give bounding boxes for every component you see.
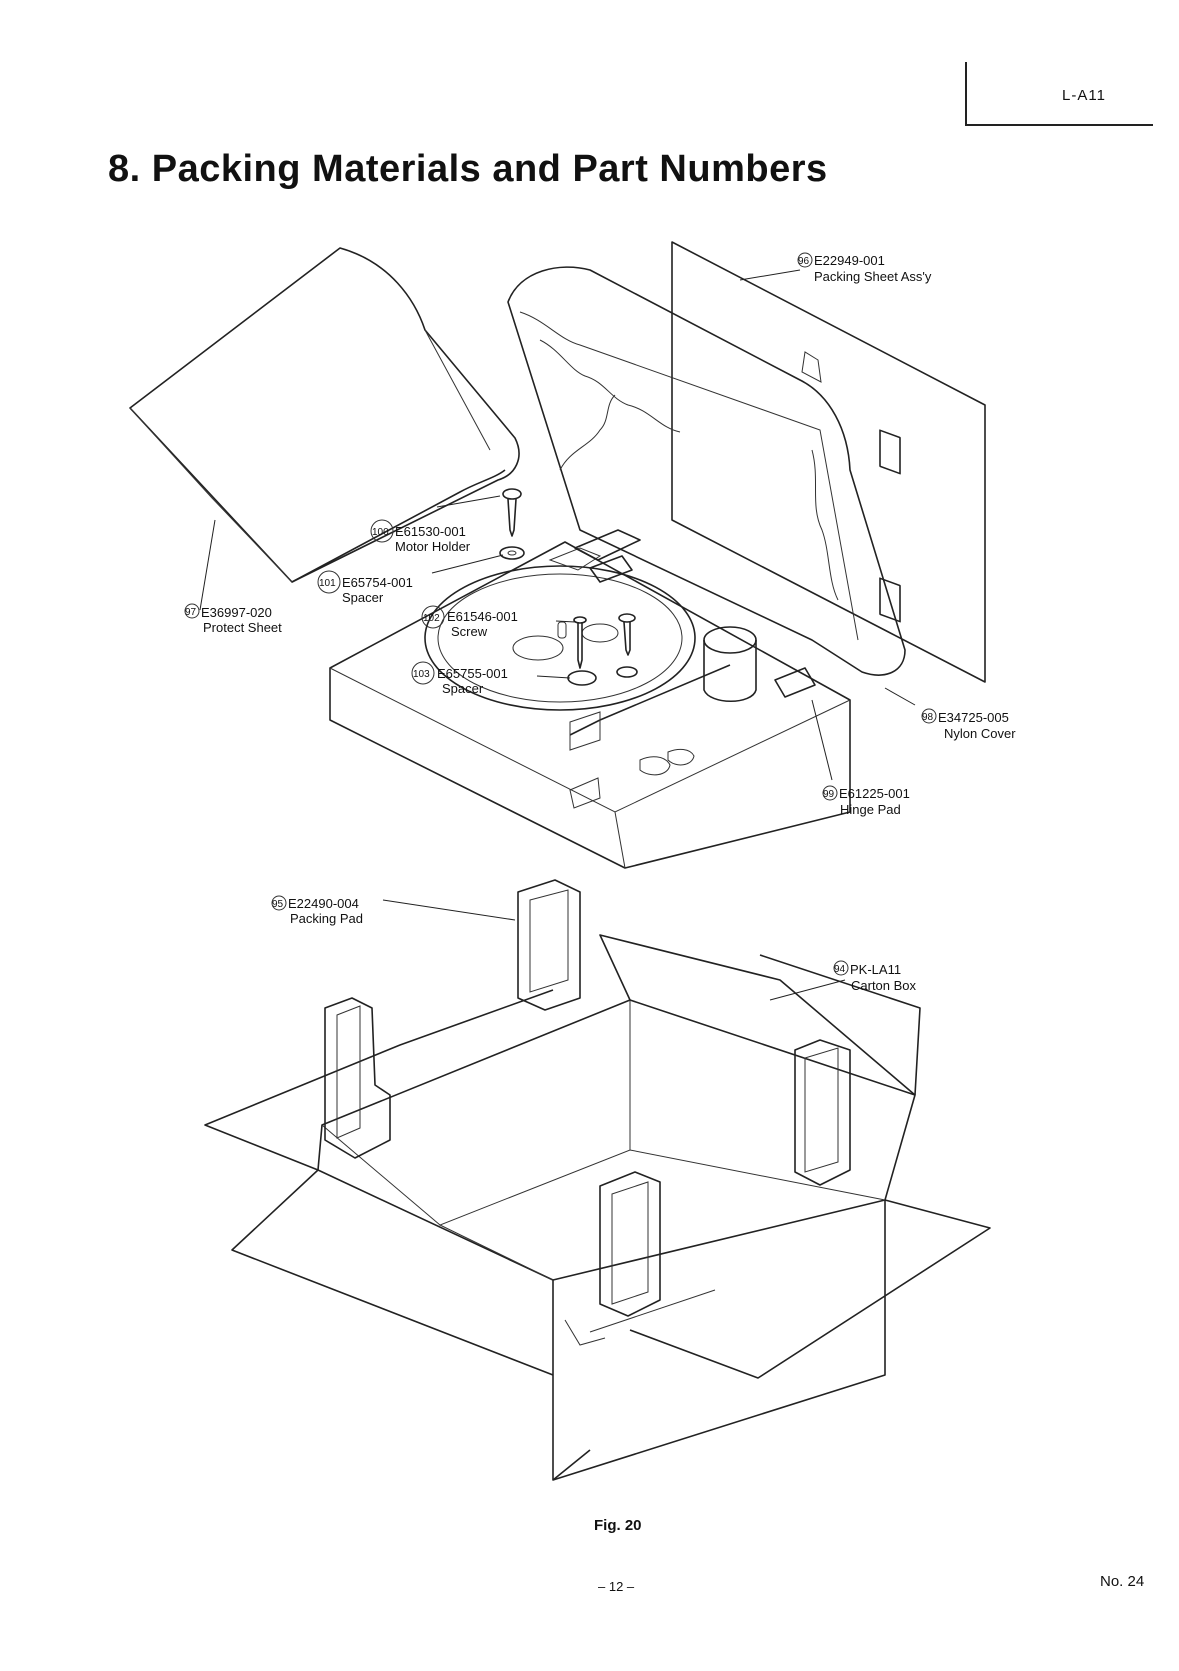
ref-98: 98 xyxy=(922,712,934,723)
ref-94: 94 xyxy=(834,964,846,975)
page-number: – 12 – xyxy=(598,1579,635,1594)
part-97-name: Protect Sheet xyxy=(203,620,282,635)
packing-sheet-drawing xyxy=(671,241,986,683)
part-98-name: Nylon Cover xyxy=(944,726,1016,741)
ref-95: 95 xyxy=(272,899,284,910)
leader-lines xyxy=(199,269,916,1001)
part-96-number: E22949-001 xyxy=(814,253,885,268)
part-94-number: PK-LA11 xyxy=(850,962,901,977)
part-95-name: Packing Pad xyxy=(290,911,363,926)
part-102-number: E61546-001 xyxy=(447,609,518,624)
part-101-name: Spacer xyxy=(342,590,384,605)
document-number: No. 24 xyxy=(1100,1573,1145,1590)
packing-pads-drawing xyxy=(324,879,851,1317)
part-100-number: E61530-001 xyxy=(395,524,466,539)
part-101-number: E65754-001 xyxy=(342,575,413,590)
ref-99: 99 xyxy=(823,789,835,800)
part-100-name: Motor Holder xyxy=(395,539,471,554)
page-title: 8. Packing Materials and Part Numbers xyxy=(108,148,828,190)
part-98-number: E34725-005 xyxy=(938,710,1009,725)
part-102-name: Screw xyxy=(451,624,488,639)
part-97-number: E36997-020 xyxy=(201,605,272,620)
figure-caption: Fig. 20 xyxy=(594,1517,642,1534)
part-99-name: Hinge Pad xyxy=(840,802,901,817)
part-103-number: E65755-001 xyxy=(437,666,508,681)
small-parts-drawing xyxy=(499,488,638,686)
part-95-number: E22490-004 xyxy=(288,896,359,911)
turntable-drawing xyxy=(329,529,851,869)
part-96-name: Packing Sheet Ass'y xyxy=(814,269,932,284)
ref-100: 100 xyxy=(372,527,389,538)
model-code: L-A11 xyxy=(1062,87,1106,104)
ref-102: 102 xyxy=(423,613,440,624)
dust-cover-drawing xyxy=(507,266,906,676)
carton-box-drawing xyxy=(204,934,991,1481)
ref-103: 103 xyxy=(413,669,430,680)
part-99-number: E61225-001 xyxy=(839,786,910,801)
protect-sheet-drawing xyxy=(129,247,520,583)
part-labels: E22949-001 Packing Sheet Ass'y E36997-02… xyxy=(201,253,1016,993)
ref-97: 97 xyxy=(185,607,197,618)
callout-markers: 96 97 98 99 100 101 102 103 95 94 xyxy=(184,252,937,976)
part-103-name: Spacer xyxy=(442,681,484,696)
model-code-box xyxy=(965,62,1153,126)
ref-96: 96 xyxy=(798,256,810,267)
part-94-name: Carton Box xyxy=(851,978,917,993)
ref-101: 101 xyxy=(319,578,336,589)
